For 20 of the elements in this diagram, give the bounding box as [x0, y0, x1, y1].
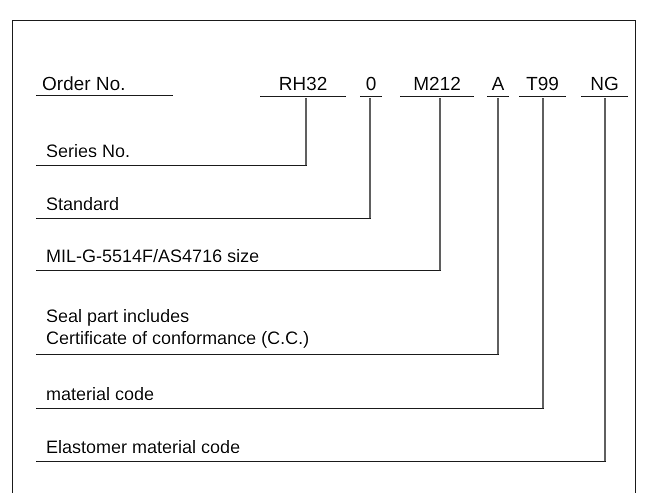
code-segment: M212 — [400, 74, 474, 97]
leader-line — [369, 98, 371, 218]
code-segment: A — [487, 74, 509, 97]
code-segment: RH32 — [260, 74, 346, 97]
code-segment: NG — [581, 74, 628, 97]
leader-line — [439, 98, 441, 270]
leader-line — [305, 98, 307, 165]
leader-line — [604, 98, 606, 461]
description-text: Series No. — [46, 140, 132, 162]
description-text: MIL-G-5514F/AS4716 size — [46, 245, 260, 267]
code-segment: 0 — [360, 74, 382, 97]
order-number-label: Order No. — [36, 74, 173, 96]
description-text: Standard — [46, 193, 120, 215]
description-text: material code — [46, 383, 156, 405]
description-text: Certificate of conformance (C.C.) — [46, 327, 310, 349]
description-text: Elastomer material code — [46, 436, 242, 458]
code-segment: T99 — [519, 74, 566, 97]
leader-line — [542, 98, 544, 408]
leader-line — [497, 98, 499, 354]
description-text: Seal part includes — [46, 305, 190, 327]
